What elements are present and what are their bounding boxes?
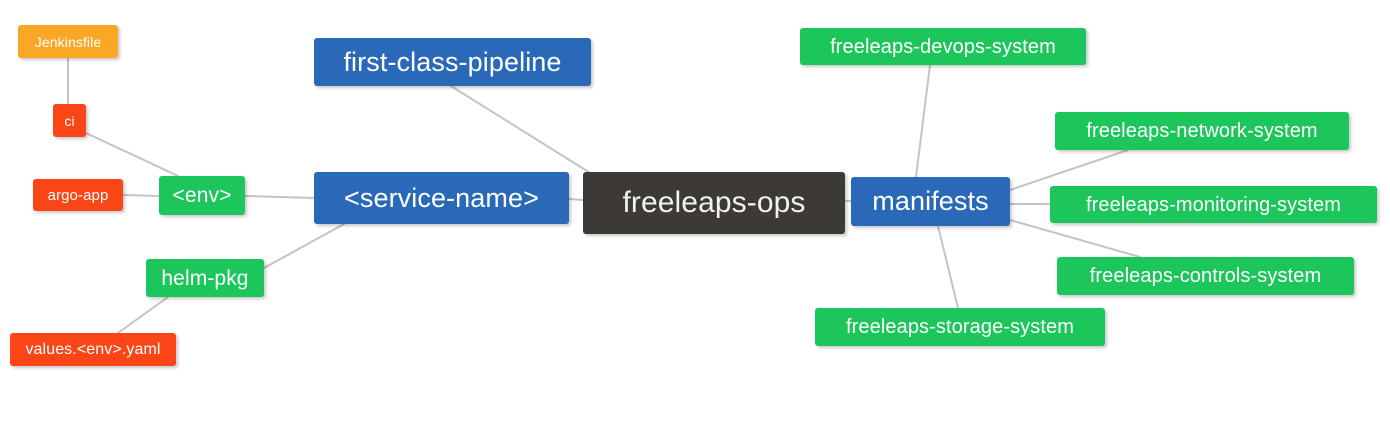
mindmap-edge-service-name-to-env: [244, 195, 315, 199]
mindmap-node-values-env-yaml[interactable]: values.<env>.yaml: [10, 333, 176, 366]
mindmap-node-label-values-env-yaml: values.<env>.yaml: [25, 340, 161, 358]
mindmap-node-label-freeleaps-network-system: freeleaps-network-system: [1086, 120, 1318, 142]
mindmap-node-label-freeleaps-ops: freeleaps-ops: [622, 186, 806, 219]
mindmap-edge-env-to-ci: [85, 132, 179, 177]
mindmap-node-manifests[interactable]: manifests: [851, 177, 1010, 226]
mindmap-node-label-ci: ci: [64, 112, 75, 129]
mindmap-node-label-freeleaps-controls-system: freeleaps-controls-system: [1089, 265, 1322, 287]
mindmap-node-label-first-class-pipeline: first-class-pipeline: [343, 46, 562, 77]
mindmap-node-label-helm-pkg: helm-pkg: [161, 266, 249, 290]
mindmap-edge-freeleaps-ops-to-first-class-pipeline: [450, 85, 596, 177]
mindmap-node-label-freeleaps-storage-system: freeleaps-storage-system: [845, 316, 1075, 338]
mindmap-edge-manifests-to-freeleaps-network-system: [1009, 149, 1129, 191]
mindmap-edge-service-name-to-helm-pkg: [263, 223, 345, 269]
mindmap-node-env[interactable]: <env>: [159, 176, 245, 215]
mindmap-node-freeleaps-monitoring-system[interactable]: freeleaps-monitoring-system: [1050, 186, 1377, 223]
mindmap-node-argo-app[interactable]: argo-app: [33, 179, 123, 211]
mindmap-edge-manifests-to-freeleaps-controls-system: [1009, 219, 1141, 258]
mindmap-node-label-env: <env>: [172, 184, 232, 207]
mindmap-node-freeleaps-ops[interactable]: freeleaps-ops: [583, 172, 845, 234]
mindmap-node-freeleaps-controls-system[interactable]: freeleaps-controls-system: [1057, 257, 1354, 295]
mindmap-node-freeleaps-network-system[interactable]: freeleaps-network-system: [1055, 112, 1349, 150]
mindmap-node-helm-pkg[interactable]: helm-pkg: [146, 259, 264, 297]
mindmap-edge-env-to-argo-app: [122, 194, 160, 197]
mindmap-node-freeleaps-storage-system[interactable]: freeleaps-storage-system: [815, 308, 1105, 346]
mindmap-edge-manifests-to-freeleaps-storage-system: [937, 225, 959, 309]
mindmap-node-first-class-pipeline[interactable]: first-class-pipeline: [314, 38, 591, 86]
mindmap-node-label-manifests: manifests: [872, 186, 989, 216]
mindmap-edge-manifests-to-freeleaps-devops-system: [915, 64, 931, 178]
mindmap-node-jenkinsfile[interactable]: Jenkinsfile: [18, 25, 118, 58]
mindmap-node-service-name[interactable]: <service-name>: [314, 172, 569, 224]
mindmap-node-label-freeleaps-devops-system: freeleaps-devops-system: [830, 35, 1056, 58]
mindmap-edge-helm-pkg-to-values-env-yaml: [117, 296, 169, 334]
mindmap-node-label-freeleaps-monitoring-system: freeleaps-monitoring-system: [1085, 193, 1341, 216]
mindmap-node-freeleaps-devops-system[interactable]: freeleaps-devops-system: [800, 28, 1086, 65]
mindmap-node-ci[interactable]: ci: [53, 104, 86, 137]
mindmap-node-label-jenkinsfile: Jenkinsfile: [34, 33, 102, 50]
mindmap-node-label-argo-app: argo-app: [47, 186, 109, 204]
mindmap-node-label-service-name: <service-name>: [344, 182, 539, 213]
mindmap-edge-freeleaps-ops-to-service-name: [568, 198, 584, 201]
